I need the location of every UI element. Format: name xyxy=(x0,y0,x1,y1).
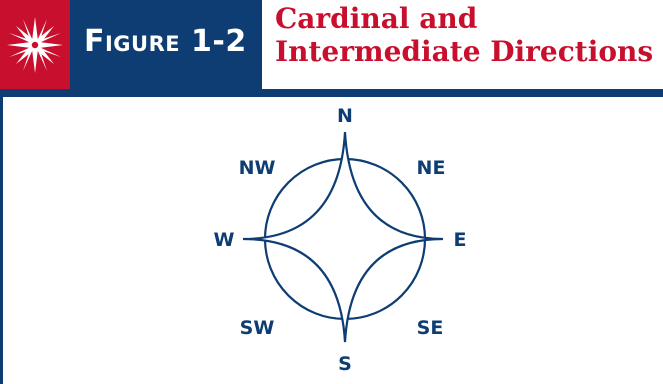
compass-rose-diagram: N NE E SE S SW W NW xyxy=(214,106,467,375)
figure-header: Figure 1-2 Cardinal and Intermediate Dir… xyxy=(0,0,663,97)
figure-title-line-2: Intermediate Directions xyxy=(275,35,654,68)
compass-star-icon xyxy=(7,17,63,73)
label-west: W xyxy=(214,229,235,251)
figure-badge-icon-box xyxy=(0,0,70,90)
label-northwest: NW xyxy=(239,157,276,179)
label-southwest: SW xyxy=(240,317,275,339)
figure-title-line-1: Cardinal and xyxy=(275,2,478,35)
label-southeast: SE xyxy=(417,317,444,339)
label-south: S xyxy=(338,353,352,375)
label-north: N xyxy=(337,106,353,127)
figure-number: Figure 1-2 xyxy=(84,24,247,59)
label-northeast: NE xyxy=(417,157,446,179)
label-east: E xyxy=(454,229,467,251)
header-divider xyxy=(0,89,663,97)
figure-title: Cardinal and Intermediate Directions xyxy=(275,2,660,68)
compass-star xyxy=(242,131,444,343)
figure-badge-label-box xyxy=(70,0,262,90)
